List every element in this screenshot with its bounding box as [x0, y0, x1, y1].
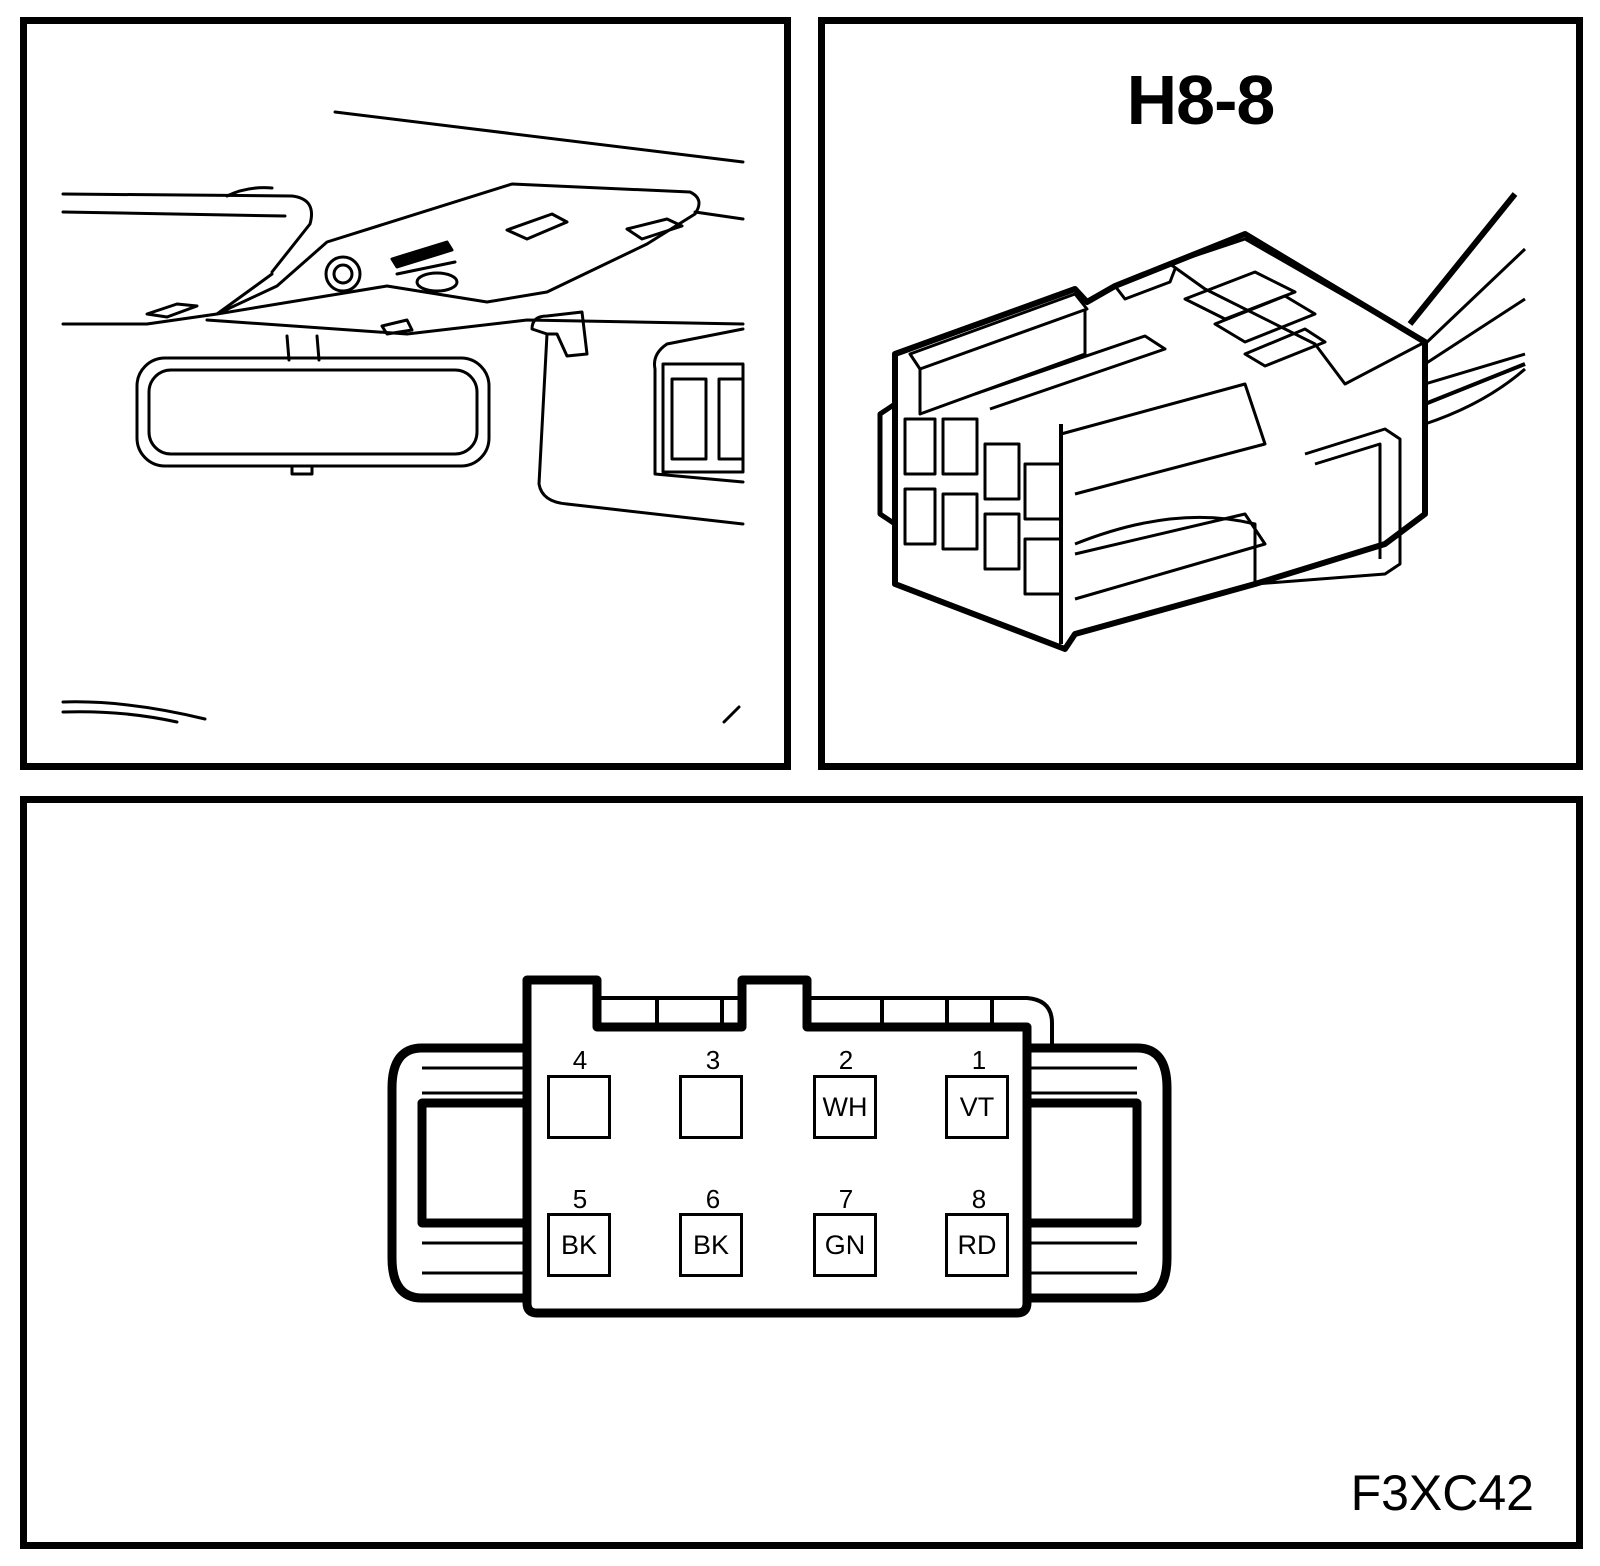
- connector-perspective-illustration: [877, 192, 1527, 652]
- pin-number-1: 1: [971, 1045, 987, 1075]
- connector-title: H8-8: [1126, 61, 1276, 139]
- pin-cavity-3: [679, 1075, 743, 1139]
- pin-cavity-1: VT: [945, 1075, 1009, 1139]
- pin-cavity-2: WH: [813, 1075, 877, 1139]
- pin-cavity-8: RD: [945, 1213, 1009, 1277]
- connector-illustration-panel: H8-8: [818, 17, 1583, 770]
- pin-number-8: 8: [971, 1184, 987, 1214]
- pin-number-4: 4: [572, 1045, 588, 1075]
- pin-cavity-4: [547, 1075, 611, 1139]
- pin-number-2: 2: [838, 1045, 854, 1075]
- pinout-panel: 4 3 2 WH 1 VT 5 BK 6 BK 7 GN 8 RD F3XC42: [20, 796, 1583, 1549]
- location-illustration-panel: [20, 17, 791, 770]
- connector-face-outline: [387, 975, 1172, 1318]
- mirror-location-illustration: [61, 110, 745, 724]
- pin-number-3: 3: [705, 1045, 721, 1075]
- pin-cavity-6: BK: [679, 1213, 743, 1277]
- figure-code: F3XC42: [1350, 1465, 1534, 1521]
- pin-number-7: 7: [838, 1184, 854, 1214]
- pin-number-5: 5: [572, 1184, 588, 1214]
- pin-number-6: 6: [705, 1184, 721, 1214]
- pin-cavity-5: BK: [547, 1213, 611, 1277]
- pin-cavity-7: GN: [813, 1213, 877, 1277]
